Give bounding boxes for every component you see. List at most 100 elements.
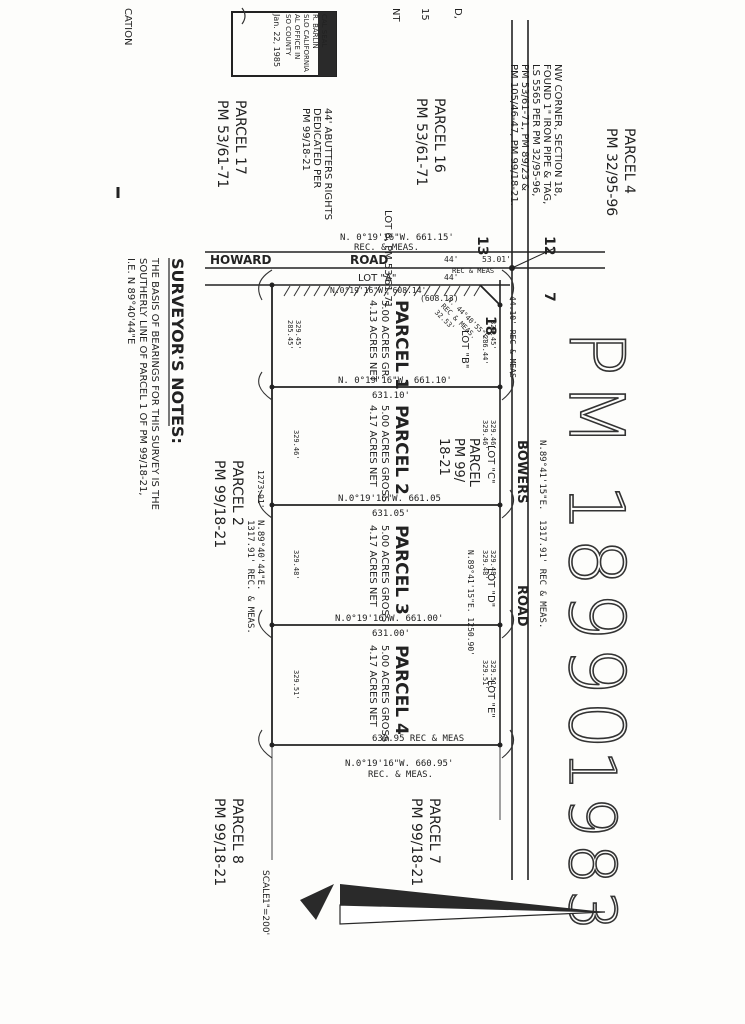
adj-parcel-7-label: PARCEL 7 PM 99/18-21	[408, 798, 442, 886]
bearing-east-inner: N.89°41'15"E. 1250.90'	[466, 550, 475, 656]
svg-text:PM 99/18-21: PM 99/18-21	[211, 460, 227, 548]
svg-text:PM 53/61-71: PM 53/61-71	[214, 100, 230, 188]
dist-44-b: 44'	[444, 273, 458, 282]
extension-lines	[271, 745, 501, 860]
svg-text:PARCEL 16: PARCEL 16	[431, 98, 447, 173]
edge-label-nt: NT	[390, 8, 401, 22]
abutters-hatching	[283, 285, 481, 297]
svg-text:DEDICATED PER: DEDICATED PER	[311, 108, 322, 188]
surveyors-notes: SURVEYOR'S NOTES: THE BASIS OF BEARINGS …	[125, 257, 187, 510]
svg-text:4.13 ACRES NET: 4.13 ACRES NET	[367, 300, 378, 383]
svg-text:1"=200': 1"=200'	[260, 898, 270, 935]
seal-line-3: AL OFFICE IN	[293, 14, 301, 59]
svg-text:PARCEL 1: PARCEL 1	[391, 300, 411, 390]
dist-west-total: 1273.91'	[256, 470, 265, 509]
dist-rec: REC & MEAS	[452, 267, 494, 275]
dist-r2b: 329.46'	[481, 420, 489, 450]
svg-text:4.17 ACRES NET: 4.17 ACRES NET	[367, 405, 378, 488]
dist-l1: 329.45'	[294, 320, 302, 350]
adj-parcel-center-label: PARCEL PM 99/ 18-21	[436, 438, 481, 488]
bearing-west: N.89°40'44"E.	[255, 520, 265, 590]
dist-r1b: 286.44'	[481, 335, 489, 365]
nw-corner-monument	[509, 265, 515, 271]
svg-text:PARCEL 3: PARCEL 3	[391, 525, 411, 615]
sub-bottom: 630.95 REC & MEAS	[372, 734, 464, 744]
bearing-east: N.89°41'15"E.	[537, 440, 547, 510]
lot-e-label: LOT "E"	[485, 680, 496, 718]
year-handwritten: 1983	[553, 749, 629, 937]
dist-r4: 329.51'	[489, 660, 497, 690]
edge-label-d: D,	[452, 8, 463, 19]
dist-l2: 329.46'	[292, 430, 300, 460]
howard-road-label-2: ROAD	[350, 253, 388, 267]
svg-text:FOUND 1" IRON PIPE & TAG,: FOUND 1" IRON PIPE & TAG,	[541, 64, 552, 204]
svg-text:5.00 ACRES GROSS: 5.00 ACRES GROSS	[379, 645, 390, 742]
bearing-lot-a: N.0°19'16"W. 608.14'	[330, 286, 426, 295]
north-arrow-icon	[300, 884, 606, 925]
nw-corner-note: NW CORNER, SECTION 18, FOUND 1" IRON PIP…	[508, 64, 563, 206]
bearing-p3-p4: N.0°19'16"W. 661.00'	[335, 614, 443, 624]
section-13: 13	[474, 236, 490, 255]
dist-east: 1317.91' REC & MEAS.	[537, 520, 547, 628]
bearing-top: N. 0°19'16"W. 661.15'	[340, 233, 454, 243]
svg-text:PARCEL: PARCEL	[466, 438, 481, 488]
survey-monuments	[269, 282, 503, 748]
adj-parcel-2-lower-label: PARCEL 2 PM 99/18-21	[211, 460, 245, 548]
bearing-p2-p3: N.0°19'16"W. 661.05	[338, 494, 441, 504]
dist-r1: 329.45'	[489, 320, 497, 350]
svg-text:PARCEL 4: PARCEL 4	[391, 645, 411, 735]
svg-text:PM 99/18-21: PM 99/18-21	[211, 798, 227, 886]
adj-parcel-17-label: PARCEL 17 PM 53/61-71	[214, 100, 248, 188]
svg-text:PARCEL 2: PARCEL 2	[391, 405, 411, 495]
parcel-2-label: PARCEL 2 5.00 ACRES GROSS 4.17 ACRES NET	[367, 405, 411, 502]
bearing-p1-p2: N. 0°19'16"W. 661.10'	[338, 376, 452, 386]
bowers-road	[499, 20, 529, 880]
lot-d-label: LOT "D"	[485, 568, 496, 607]
sub-p1-p2: 631.10'	[372, 391, 410, 401]
edge-label-cation: CATION	[122, 8, 133, 45]
bearing-top-rec: REC. & MEAS.	[354, 243, 419, 253]
seal-date: Jan. 22, 1985	[272, 13, 281, 67]
svg-text:PM 53/61-71: PM 53/61-71	[413, 98, 429, 186]
svg-text:PM 99/: PM 99/	[451, 438, 466, 483]
map-number-handwritten: PM 18990	[551, 329, 642, 756]
dist-44-a: 44'	[444, 255, 458, 264]
svg-text:1983: 1983	[554, 750, 628, 937]
svg-text:PM 99/18-21: PM 99/18-21	[408, 798, 424, 886]
dist-r4b: 329.51'	[481, 660, 489, 690]
scale-label: SCALE 1"=200'	[260, 870, 270, 935]
svg-text:SOUTHERLY LINE OF PARCEL 1 OF: SOUTHERLY LINE OF PARCEL 1 OF PM 99/18-2…	[137, 258, 148, 496]
sub-p3-p4: 631.00'	[372, 629, 410, 639]
svg-text:PM 18990: PM 18990	[552, 330, 641, 755]
dist-44-10: 44.10' REC & MEAS	[508, 296, 517, 378]
dist-west: 1317.91' REC. & MEAS.	[245, 520, 255, 634]
dist-53-01: 53.01'	[482, 255, 511, 264]
dist-r3: 329.48'	[489, 550, 497, 580]
parcel-boundaries	[271, 284, 501, 746]
seal-line-0: CAL SEAL	[320, 14, 328, 47]
sub-p2-p3: 631.05'	[372, 509, 410, 519]
svg-text:44' ABUTTERS RIGHTS: 44' ABUTTERS RIGHTS	[322, 108, 333, 220]
svg-text:PARCEL 7: PARCEL 7	[426, 798, 442, 864]
dist-l1b: 285.45'	[286, 320, 294, 350]
parcel-1-label: PARCEL 1 5.00 ACRES GR. 4.13 ACRES NET	[367, 300, 411, 390]
svg-text:PM 53/61-71, PM 89/23 &: PM 53/61-71, PM 89/23 &	[519, 64, 530, 191]
bearing-bottom: N.0°19'16"W. 660.95'	[345, 759, 453, 769]
section-18: 18	[482, 316, 498, 335]
section-12: 12	[541, 236, 557, 255]
lot-b-label: LOT "B"	[459, 330, 470, 368]
howard-road	[205, 251, 605, 286]
svg-text:PARCEL 2: PARCEL 2	[229, 460, 245, 526]
svg-text:PM 105/46-47, PM 99/18-21.: PM 105/46-47, PM 99/18-21.	[508, 64, 519, 206]
abutters-rights-note: 44' ABUTTERS RIGHTS DEDICATED PER PM 99/…	[300, 108, 333, 220]
svg-text:5.00 ACRES GROSS: 5.00 ACRES GROSS	[379, 405, 390, 502]
lot-c-label: LOT "C"	[485, 445, 496, 484]
adj-lot-6-label: LOT 6, PM 53/61-71	[382, 210, 393, 308]
dist-l3: 329.48'	[292, 550, 300, 580]
adj-parcel-4-label: PARCEL 4 PM 32/95-96	[603, 128, 637, 216]
svg-text:5.00 ACRES GROSS: 5.00 ACRES GROSS	[379, 525, 390, 622]
bowers-road-label-2: ROAD	[514, 585, 529, 627]
seal-line-1: R. BARLIN	[311, 14, 319, 49]
dist-r2: 329.46'	[489, 420, 497, 450]
